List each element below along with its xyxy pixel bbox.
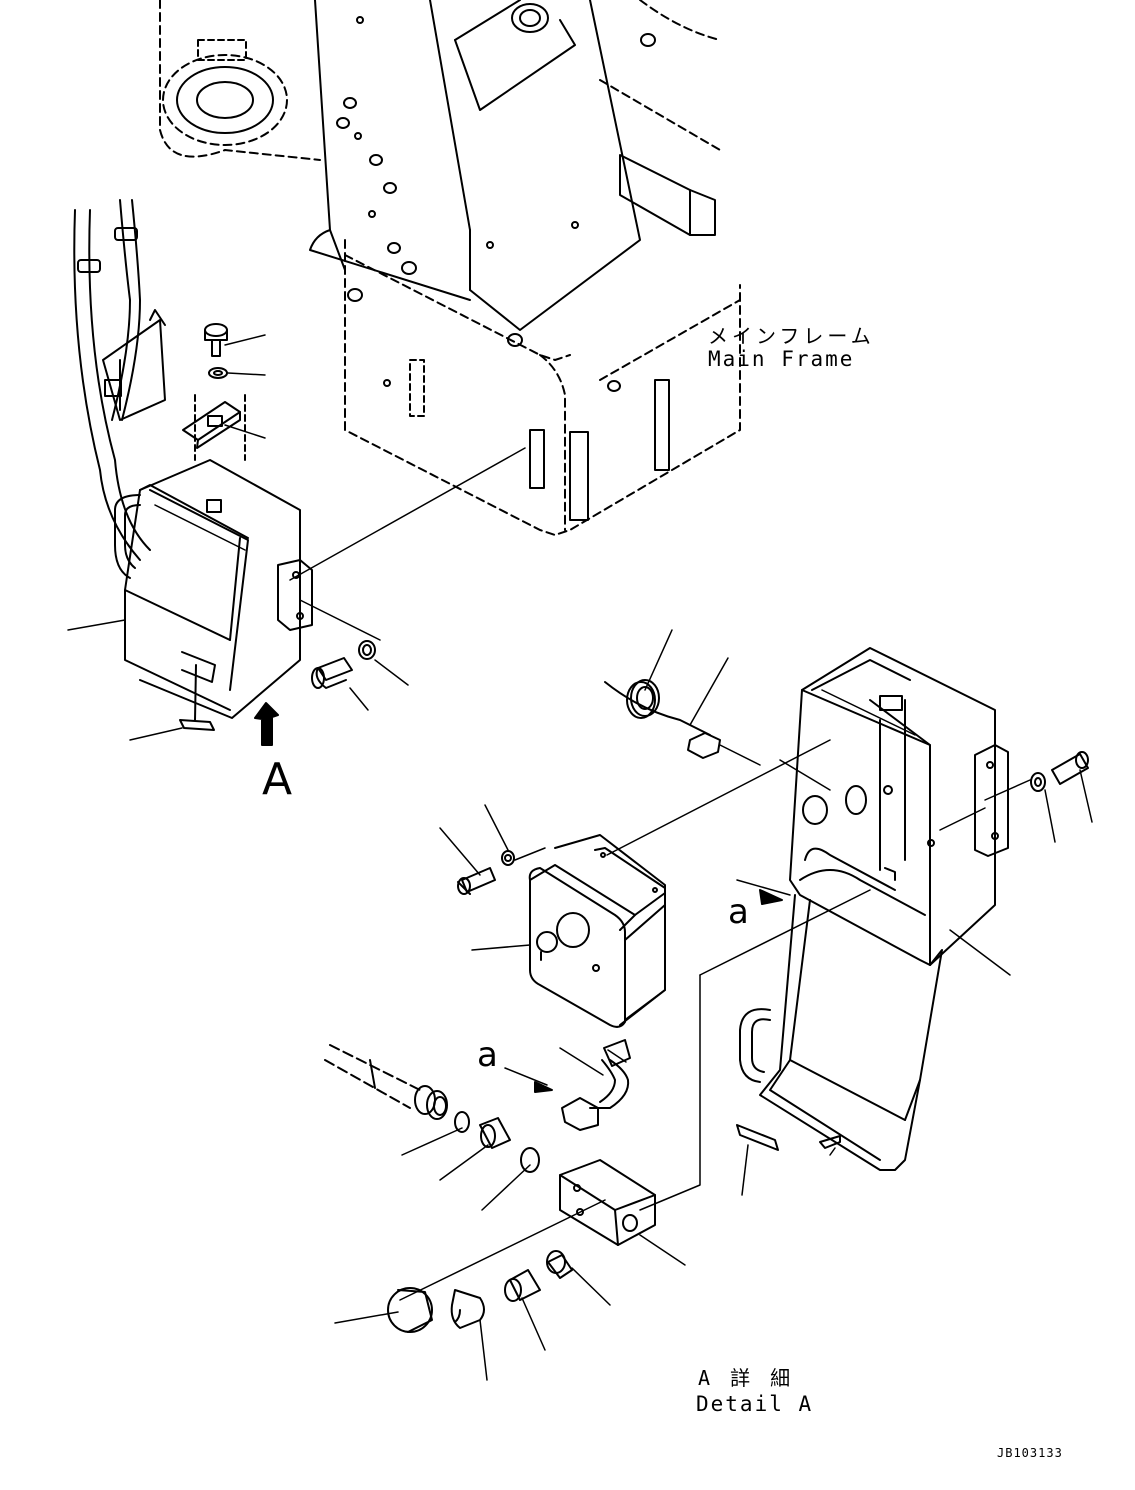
detail-a-label-jp: A 詳 細: [698, 1366, 795, 1390]
junction-block: [399, 889, 871, 1301]
switch-box: [528, 834, 666, 1028]
arrow-a-lower-label: a: [477, 1035, 498, 1075]
main-frame-label-en: Main Frame: [708, 347, 855, 371]
right-cover-assembly: [736, 647, 1089, 1171]
plugs-and-caps: [387, 1250, 573, 1333]
grommet-wire: [604, 679, 761, 766]
leader-lines: [67, 334, 1093, 1381]
wiring-harness-left: [73, 199, 166, 561]
bolt-washer-clamp-left: [182, 323, 246, 461]
drawing-code: JB103133: [997, 1446, 1063, 1460]
detail-a-label-en: Detail A: [696, 1392, 814, 1416]
main-frame-label-jp: メインフレーム: [708, 324, 875, 348]
arrow-a-upper-label: a: [728, 892, 749, 932]
bolt-washer-box: [457, 739, 831, 895]
view-a-label: A: [262, 754, 293, 805]
left-cover-assembly: [114, 447, 526, 746]
hose-fitting: [324, 1044, 540, 1173]
connector-harness: [504, 1039, 631, 1131]
main-frame-structure: [159, 0, 741, 536]
